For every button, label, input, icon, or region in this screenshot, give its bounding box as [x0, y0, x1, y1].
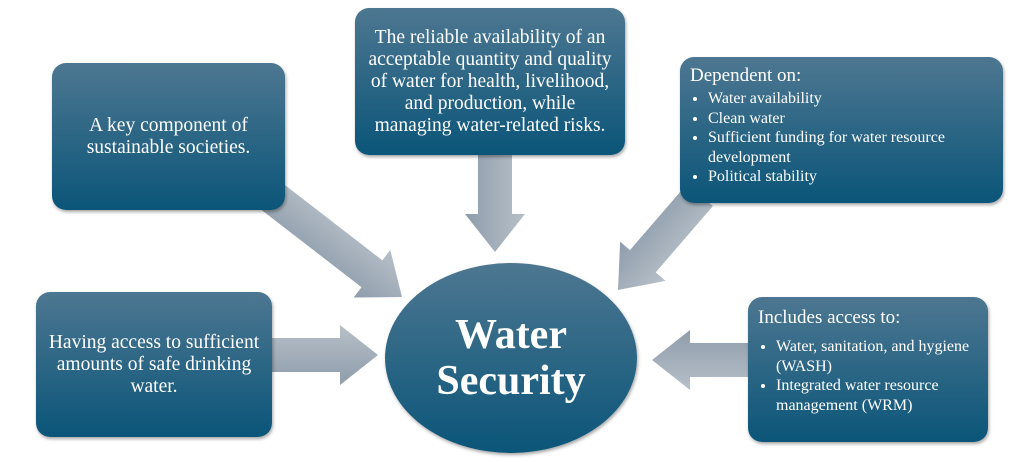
arrow-icon: [465, 150, 525, 252]
box-access-drinking-water: Having access to sufficient amounts of s…: [36, 292, 272, 437]
list-item: Clean water: [708, 109, 993, 129]
list-item: Sufficient funding for water resource de…: [708, 128, 993, 167]
arrow-icon: [652, 330, 752, 390]
box-text: A key component of sustainable societies…: [86, 114, 251, 158]
list-item: Water availability: [708, 89, 993, 109]
list-item: Integrated water resource management (WR…: [776, 376, 978, 415]
box-text: The reliable availability of an acceptab…: [368, 26, 612, 136]
box-text: Having access to sufficient amounts of s…: [48, 331, 260, 397]
arrow-icon: [259, 181, 402, 298]
box-definition: The reliable availability of an acceptab…: [355, 8, 625, 155]
box-heading: Dependent on:: [690, 65, 802, 86]
center-line-2: Security: [436, 358, 586, 404]
box-includes-access: Includes access to: Water, sanitation, a…: [748, 297, 988, 442]
box-heading: Includes access to:: [758, 307, 901, 328]
arrow-icon: [268, 325, 378, 385]
box-key-component: A key component of sustainable societies…: [52, 63, 285, 210]
arrow-icon: [618, 183, 713, 290]
list-item: Political stability: [708, 167, 993, 187]
center-line-1: Water: [455, 312, 567, 358]
list-item: Water, sanitation, and hygiene (WASH): [776, 337, 978, 376]
box-dependent-on: Dependent on: Water availability Clean w…: [680, 57, 1003, 203]
